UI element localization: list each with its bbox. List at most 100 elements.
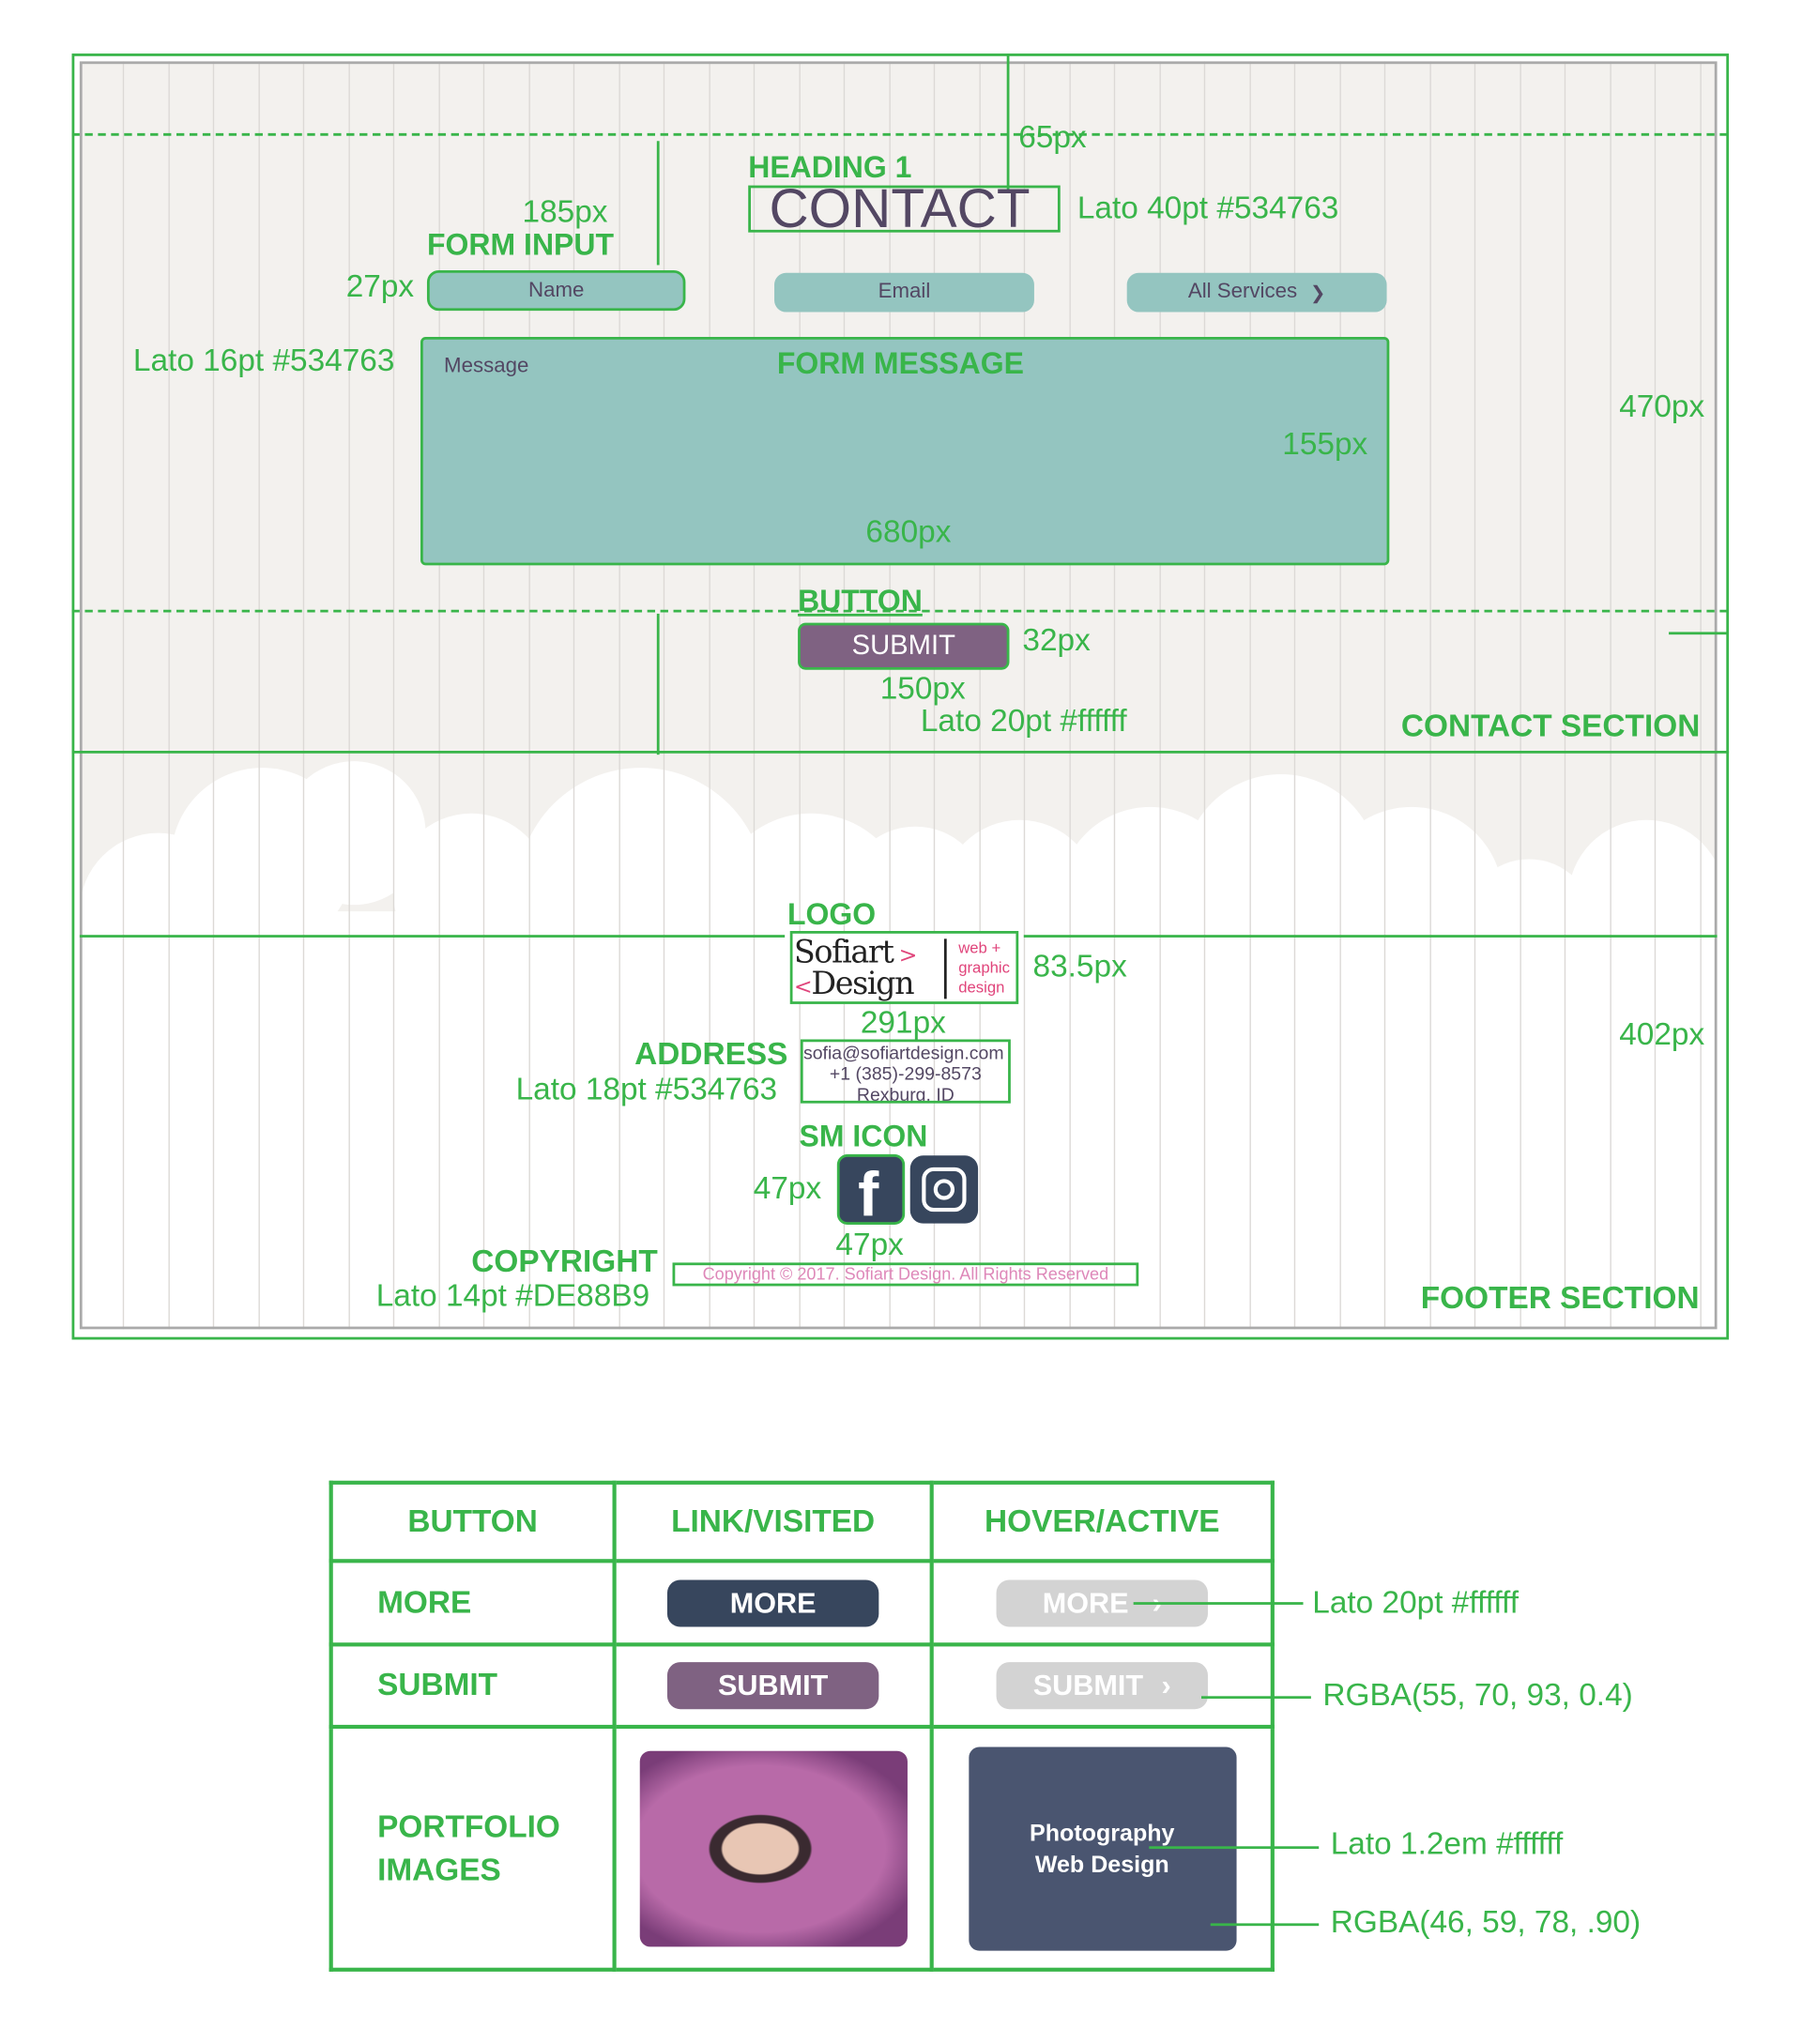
grid-column-line xyxy=(437,61,440,1330)
icon-width-dim: 47px xyxy=(835,1227,904,1263)
sm-icon-annotation: SM ICON xyxy=(799,1119,928,1153)
form-message-annotation: FORM MESSAGE xyxy=(776,345,1024,380)
services-select-value: All Services xyxy=(1187,281,1298,303)
row-label-more: MORE xyxy=(328,1559,617,1647)
layout-outline xyxy=(71,53,1730,1340)
grid-column-line xyxy=(843,61,846,1330)
page-frame xyxy=(79,61,1718,1330)
grid-column-line xyxy=(122,61,125,1330)
annotation-arrow xyxy=(1133,1602,1304,1605)
contact-section-label: CONTACT SECTION xyxy=(1400,709,1701,745)
grid-column-line xyxy=(257,61,260,1330)
section-divider xyxy=(71,750,1730,754)
address-font-note: Lato 18pt #534763 xyxy=(515,1072,778,1107)
logo-tagline: web + xyxy=(958,938,1001,957)
dimension-arrow xyxy=(1006,54,1010,190)
font-note: Lato 20pt #ffffff xyxy=(1312,1585,1519,1621)
button-height-dim: 32px xyxy=(1022,622,1091,659)
margin-guide-bottom xyxy=(71,609,1728,613)
grid-column-line xyxy=(1519,61,1521,1330)
address-annotation: ADDRESS xyxy=(634,1036,788,1073)
grid-column-line xyxy=(1248,61,1251,1330)
grid-column-line xyxy=(1158,61,1161,1330)
services-select[interactable]: All Services ❯ xyxy=(1126,272,1387,313)
dimension-arrow xyxy=(656,613,660,755)
grid-column-line xyxy=(1474,61,1476,1330)
facebook-icon[interactable]: f xyxy=(836,1153,906,1230)
footer-section-label: FOOTER SECTION xyxy=(1420,1280,1700,1317)
message-placeholder: Message xyxy=(444,355,529,378)
logo-tagline: design xyxy=(958,978,1005,997)
grid-column-line xyxy=(1654,61,1657,1330)
grid-column-line xyxy=(1293,61,1296,1330)
color-note: RGBA(55, 70, 93, 0.4) xyxy=(1322,1677,1633,1714)
grid-column-line xyxy=(392,61,395,1330)
header-link-visited: LINK/VISITED xyxy=(612,1480,934,1564)
overlay-text: Photography xyxy=(1030,1819,1175,1846)
chevron-down-icon: ❯ xyxy=(1310,281,1326,303)
message-width-dim: 680px xyxy=(865,514,952,550)
grid-column-line xyxy=(212,61,215,1330)
grid-column-line xyxy=(978,61,981,1330)
cloud-shapes xyxy=(79,761,1718,944)
dimension-arrow xyxy=(656,141,660,266)
input-width-dim: 185px xyxy=(522,194,608,230)
header-hover-active: HOVER/ACTIVE xyxy=(929,1480,1275,1564)
message-textarea[interactable]: Message xyxy=(420,336,1390,566)
message-height-dim: 155px xyxy=(1282,426,1368,463)
submit-button-hover[interactable]: SUBMIT› xyxy=(996,1662,1208,1710)
margin-guide-top xyxy=(71,132,1728,136)
portfolio-image[interactable] xyxy=(639,1750,908,1946)
grid-column-line xyxy=(933,61,936,1330)
grid-column-line xyxy=(1609,61,1611,1330)
grid-column-line xyxy=(1383,61,1386,1330)
form-input-annotation: FORM INPUT xyxy=(426,227,615,262)
grid-column-line xyxy=(1699,61,1702,1330)
dimension-arrow xyxy=(1669,632,1728,635)
grid-column-line xyxy=(798,61,801,1330)
button-width-dim: 150px xyxy=(879,671,966,707)
grid-column-line xyxy=(302,61,305,1330)
button-font-note: Lato 20pt #ffffff xyxy=(920,703,1127,740)
grid-column-line xyxy=(753,61,756,1330)
name-input[interactable]: Name xyxy=(426,269,686,312)
copyright-annotation: COPYRIGHT xyxy=(471,1243,658,1280)
grid-column-line xyxy=(618,61,620,1330)
dimension-arrow xyxy=(1023,935,1718,938)
grid-column-line xyxy=(888,61,891,1330)
grid-column-line xyxy=(1113,61,1116,1330)
grid-column-line xyxy=(1023,61,1026,1330)
icon-height-dim: 47px xyxy=(753,1170,822,1207)
title-spacing-dim: 65px xyxy=(1018,119,1087,156)
annotation-arrow xyxy=(1149,1846,1320,1850)
chevron-right-icon: › xyxy=(1161,1669,1171,1701)
annotation-arrow xyxy=(1210,1923,1320,1927)
heading-annotation: HEADING 1 xyxy=(748,149,912,185)
grid-column-line xyxy=(482,61,485,1330)
grid-column-line xyxy=(1068,61,1071,1330)
grid-column-line xyxy=(573,61,575,1330)
more-button-link[interactable]: MORE xyxy=(666,1579,879,1626)
header-button: BUTTON xyxy=(328,1480,617,1564)
grid-column-line xyxy=(1428,61,1431,1330)
logo-annotation: LOGO xyxy=(786,896,877,931)
grid-column-line xyxy=(347,61,350,1330)
more-label: MORE xyxy=(1042,1585,1129,1619)
address-email[interactable]: sofia@sofiartdesign.com xyxy=(802,1042,1004,1063)
input-font-note: Lato 16pt #534763 xyxy=(132,343,395,379)
instagram-icon[interactable] xyxy=(909,1155,979,1224)
more-button-hover[interactable]: MORE› xyxy=(996,1579,1208,1626)
overlay-text: Web Design xyxy=(1034,1851,1169,1877)
annotation-arrow xyxy=(1200,1696,1311,1700)
address-phone[interactable]: +1 (385)-299-8573 xyxy=(829,1062,982,1084)
submit-button-link[interactable]: SUBMIT xyxy=(666,1662,879,1710)
contact-height-dim: 470px xyxy=(1619,389,1705,425)
submit-button[interactable]: SUBMIT xyxy=(798,622,1010,670)
address-city: Rexburg, ID xyxy=(856,1083,954,1104)
email-input[interactable]: Email xyxy=(774,272,1034,313)
logo-height-dim: 83.5px xyxy=(1032,949,1127,985)
input-height-dim: 27px xyxy=(345,268,415,305)
